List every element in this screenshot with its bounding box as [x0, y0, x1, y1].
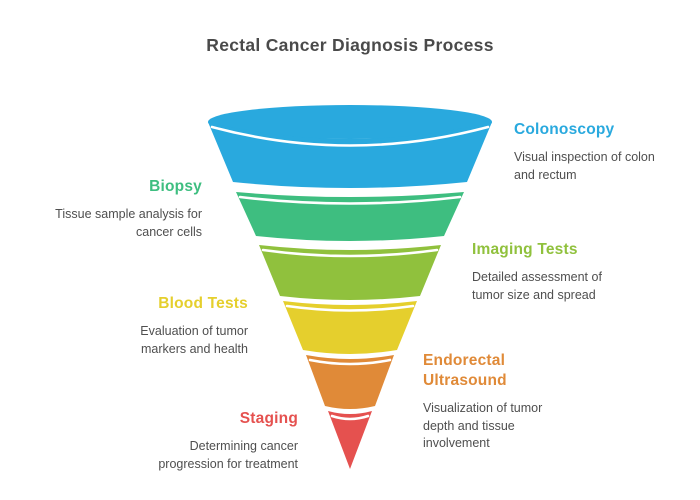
- funnel-stage-imaging-tests: [259, 245, 441, 300]
- stage-heading: Biopsy: [149, 178, 202, 195]
- funnel-stage-imaging-tests-highlight-arc: [261, 248, 439, 258]
- stage-heading: Blood Tests: [158, 295, 248, 312]
- stage-description: Evaluation of tumor markers and health: [86, 323, 248, 358]
- stage-description-line: cancer cells: [136, 224, 202, 239]
- stage-description-line: Visualization of tumor: [423, 401, 543, 415]
- stage-description: Determining cancer progression for treat…: [138, 438, 298, 473]
- stage-heading: Imaging Tests: [472, 241, 578, 258]
- label-staging: Staging Determining cancer progression f…: [138, 409, 298, 473]
- stage-heading: Endorectal Ultrasound: [423, 352, 507, 389]
- funnel-stage-blood-tests-highlight-arc: [285, 304, 415, 312]
- stage-description-line: tumor size and spread: [472, 287, 596, 302]
- funnel-stage-colonoscopy: [208, 122, 492, 188]
- label-imaging-tests: Imaging Tests Detailed assessment of tum…: [472, 240, 647, 304]
- label-biopsy: Biopsy Tissue sample analysis for cancer…: [40, 177, 202, 241]
- label-colonoscopy: Colonoscopy Visual inspection of colon a…: [514, 120, 684, 184]
- stage-description: Visualization of tumor depth and tissue …: [423, 400, 583, 453]
- stage-description-line: progression for treatment: [158, 456, 298, 471]
- funnel-stage-colonoscopy-highlight-arc: [210, 125, 490, 147]
- page-title: Rectal Cancer Diagnosis Process: [206, 35, 494, 55]
- stage-description-line: and rectum: [514, 167, 577, 182]
- stage-description-line: Visual inspection of colon: [514, 150, 655, 164]
- funnel-stage-endorectal-ultrasound: [306, 355, 394, 409]
- stage-description: Visual inspection of colon and rectum: [514, 149, 684, 184]
- stage-description: Detailed assessment of tumor size and sp…: [472, 269, 647, 304]
- stage-description-line: involvement: [423, 436, 490, 450]
- stage-description: Tissue sample analysis for cancer cells: [40, 206, 202, 241]
- stage-description-line: Tissue sample analysis for: [55, 207, 202, 221]
- stage-description-line: depth and tissue: [423, 418, 515, 433]
- stage-description-line: Determining cancer: [189, 439, 298, 453]
- funnel-stage-biopsy: [236, 192, 464, 241]
- stage-description-line: markers and health: [140, 341, 248, 356]
- stage-heading: Staging: [239, 410, 298, 427]
- funnel-stage-staging: [328, 411, 372, 469]
- label-blood-tests: Blood Tests Evaluation of tumor markers …: [86, 294, 248, 358]
- funnel-stage-colonoscopy-rim: [208, 105, 492, 139]
- funnel-stage-biopsy-highlight-arc: [238, 195, 462, 205]
- label-endorectal-ultrasound: Endorectal Ultrasound Visualization of t…: [423, 351, 583, 453]
- stage-description-line: Detailed assessment of: [472, 270, 602, 284]
- funnel-stage-blood-tests: [283, 301, 417, 354]
- stage-description-line: Evaluation of tumor: [140, 324, 248, 338]
- funnel-stage-endorectal-ultrasound-highlight-arc: [308, 358, 392, 366]
- funnel-stage-staging-highlight-arc: [330, 414, 370, 421]
- stage-heading: Colonoscopy: [514, 121, 615, 138]
